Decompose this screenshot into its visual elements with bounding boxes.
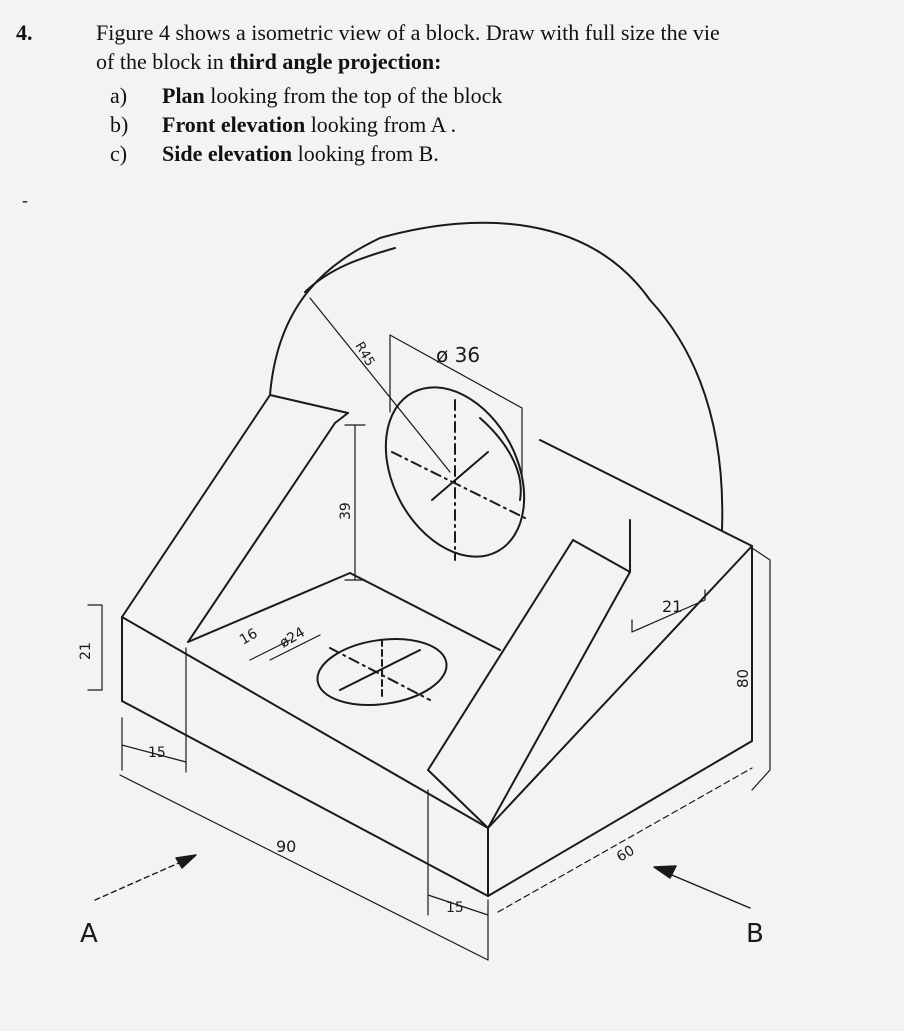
item-a-bold: Plan (162, 83, 205, 108)
item-a-label: a) (110, 83, 128, 108)
h21-left (87, 604, 103, 691)
small-hole-centre-b (339, 649, 421, 691)
item-a: a) Plan looking from the top of the block (110, 83, 502, 109)
h80-right (751, 547, 771, 791)
label-depth: 60 (614, 843, 637, 866)
offset16-line (249, 639, 291, 661)
question-line-2-plain: of the block in (96, 49, 230, 74)
rib-left-outer (121, 394, 271, 618)
right-rib (427, 539, 631, 829)
rib-left-top (334, 412, 349, 424)
label-total-height: 80 (734, 669, 752, 688)
base-top-front-edge (121, 545, 753, 829)
item-b-text: looking from A . (305, 112, 457, 137)
large-hole (384, 386, 526, 561)
label-height39: 39 (338, 502, 354, 520)
rib-left-inner (187, 422, 336, 643)
upright-right-edge (539, 439, 753, 547)
dia36-line (389, 334, 523, 409)
label-width-left: 15 (148, 745, 166, 761)
question-text: Figure 4 shows a isometric view of a blo… (96, 18, 896, 76)
item-b: b) Front elevation looking from A . (110, 112, 456, 138)
dia24-line (269, 634, 321, 661)
large-hole-inner (479, 417, 522, 501)
label-view-b: B (746, 919, 764, 949)
upright-back-arc (304, 247, 396, 293)
base-top-back-mid (349, 572, 501, 651)
large-hole-cross (431, 451, 489, 501)
dimension-lines (87, 297, 771, 961)
large-hole-outline (384, 386, 526, 558)
question-line-2-bold: third angle projection: (229, 49, 442, 74)
label-width-right: 15 (446, 900, 464, 916)
w15-line (121, 744, 187, 763)
item-b-label: b) (110, 112, 129, 137)
label-length: 90 (276, 837, 296, 856)
length90-line (119, 774, 489, 961)
depth60-line (497, 767, 753, 913)
label-side-offset: 21 (662, 597, 682, 616)
small-hole (316, 638, 448, 706)
rib-right-bottom (427, 769, 489, 829)
item-c-bold: Side elevation (162, 141, 293, 166)
label-view-a: A (80, 919, 98, 949)
base-bottom-side (487, 740, 753, 897)
view-arrows (94, 854, 751, 909)
item-c: c) Side elevation looking from B. (110, 141, 439, 167)
base-top-back-left (187, 572, 351, 643)
small-hole-outline (316, 638, 448, 706)
base-bottom-front (121, 700, 489, 897)
item-c-text: looking from B. (292, 141, 439, 166)
arrow-a-line (94, 857, 191, 901)
rib-right-front (427, 539, 574, 771)
w15r-line (427, 894, 489, 916)
arrow-b-line (659, 869, 751, 909)
arrow-b-head (653, 865, 677, 879)
label-base-height: 21 (78, 642, 94, 660)
margin-mark: ‐ (22, 190, 28, 210)
label-dia24: ø24 (277, 624, 308, 651)
radius-leader (309, 297, 451, 473)
label-offset16: 16 (237, 626, 261, 649)
label-dia36: ø 36 (436, 343, 480, 367)
large-hole-centre-h (391, 451, 526, 519)
question-line-2: of the block in third angle projection: (96, 47, 896, 76)
upright-top-left-edge (269, 394, 349, 414)
item-b-bold: Front elevation (162, 112, 306, 137)
upright (269, 221, 753, 573)
item-a-text: looking from the top of the block (204, 83, 503, 108)
question-line-1: Figure 4 shows a isometric view of a blo… (96, 20, 720, 45)
rib-right-top (572, 539, 631, 573)
item-c-label: c) (110, 141, 128, 166)
small-hole-centre-a (329, 647, 431, 701)
offset21-right (631, 589, 706, 633)
question-number: 4. (16, 20, 33, 45)
rib-right-outer (487, 571, 631, 829)
left-rib (121, 394, 501, 651)
arrow-a-head (175, 854, 197, 869)
